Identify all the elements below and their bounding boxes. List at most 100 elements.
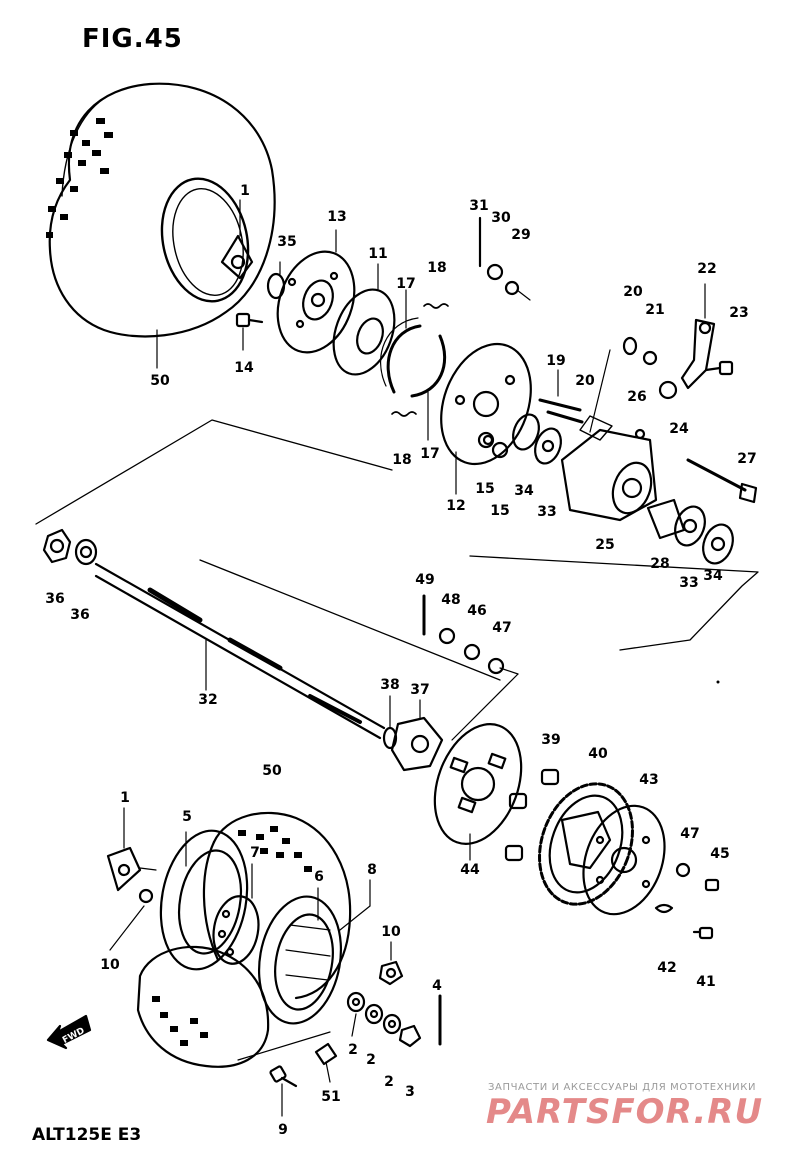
washer-47-bolt-45-42-41	[654, 862, 720, 940]
callout-6: 6	[314, 869, 324, 885]
callout-42: 42	[657, 960, 677, 976]
callout-2: 2	[348, 1042, 358, 1058]
callout-10: 10	[381, 924, 401, 940]
callout-36: 36	[70, 607, 90, 623]
callout-7: 7	[250, 845, 260, 861]
brake-arm-22	[680, 283, 716, 390]
callout-34: 34	[514, 483, 534, 499]
callout-31: 31	[469, 198, 489, 214]
callout-9: 9	[278, 1122, 288, 1138]
figure-title: FIG.45	[82, 24, 183, 54]
callout-2: 2	[366, 1052, 376, 1068]
callout-19: 19	[546, 353, 566, 369]
bolt-31-nut-30-washer-29	[478, 216, 531, 301]
axle-housing-25	[560, 349, 658, 522]
callout-34: 34	[703, 568, 723, 584]
callout-51: 51	[321, 1089, 341, 1105]
drum-11	[332, 263, 396, 376]
callout-27: 27	[737, 451, 757, 467]
sprocket-hub-44	[433, 723, 523, 861]
watermark-text: ЗАПЧАСТИ И АКСЕССУАРЫ ДЛЯ МОТОТЕХНИКИ	[488, 1082, 757, 1093]
stud-19	[538, 369, 584, 424]
callout-17: 17	[396, 276, 416, 292]
fwd-arrow	[46, 1014, 92, 1050]
callout-49: 49	[415, 572, 435, 588]
callout-10: 10	[100, 957, 120, 973]
callout-35: 35	[277, 234, 297, 250]
rim-halves	[159, 829, 371, 1025]
assembly-frame	[35, 419, 759, 681]
callout-50: 50	[150, 373, 170, 389]
bolt-49-nut-48-46-washer-47	[422, 594, 519, 741]
callout-30: 30	[491, 210, 511, 226]
washer-24-pin-26	[634, 380, 678, 440]
spring-18	[391, 303, 449, 417]
callout-40: 40	[588, 746, 608, 762]
callout-11: 11	[368, 246, 388, 262]
callout-14: 14	[234, 360, 254, 376]
callout-33: 33	[679, 575, 699, 591]
watermark-logo[interactable]: PARTSFOR.RU	[486, 1092, 764, 1132]
callout-25: 25	[595, 537, 615, 553]
callout-41: 41	[696, 974, 716, 990]
callout-50: 50	[262, 763, 282, 779]
model-code: ALT125E E3	[32, 1125, 142, 1145]
callout-13: 13	[327, 209, 347, 225]
callout-26: 26	[627, 389, 647, 405]
callout-4: 4	[432, 978, 442, 994]
callout-2: 2	[384, 1074, 394, 1090]
callout-20: 20	[623, 284, 643, 300]
callout-37: 37	[410, 682, 430, 698]
callout-38: 38	[380, 677, 400, 693]
callout-15: 15	[490, 503, 510, 519]
callout-33: 33	[537, 504, 557, 520]
brake-panel-12	[440, 342, 532, 495]
callout-46: 46	[467, 603, 487, 619]
nut-36	[42, 528, 98, 566]
bearing-15	[477, 431, 509, 459]
callout-8: 8	[367, 862, 377, 878]
valve-51-bolt-9	[269, 1042, 338, 1117]
callout-5: 5	[182, 809, 192, 825]
callout-18: 18	[427, 260, 447, 276]
callout-24: 24	[669, 421, 689, 437]
callout-22: 22	[697, 261, 717, 277]
bolt-14	[235, 312, 264, 351]
washer-21	[642, 350, 658, 366]
callout-20: 20	[575, 373, 595, 389]
callout-29: 29	[511, 227, 531, 243]
tire-upper	[46, 82, 276, 369]
callout-21: 21	[645, 302, 665, 318]
callout-44: 44	[460, 862, 480, 878]
valve-bracket-lower	[106, 807, 157, 892]
bearing-34-33	[512, 413, 562, 465]
nut-10	[109, 888, 404, 986]
damper-39	[504, 768, 560, 862]
callout-32: 32	[198, 692, 218, 708]
drum-cover-13	[276, 229, 356, 354]
callout-1: 1	[240, 183, 250, 199]
axle-shaft-32	[94, 562, 386, 740]
callout-47: 47	[680, 826, 700, 842]
callout-45: 45	[710, 846, 730, 862]
callout-18: 18	[392, 452, 412, 468]
valve-bracket-upper	[220, 199, 254, 280]
callout-15: 15	[475, 481, 495, 497]
sprocket-40	[538, 782, 634, 906]
callout-17: 17	[420, 446, 440, 462]
bolt-27	[686, 458, 758, 504]
o-ring-20	[622, 336, 638, 356]
callout-48: 48	[441, 592, 461, 608]
callout-1: 1	[120, 790, 130, 806]
callout-36: 36	[45, 591, 65, 607]
callout-43: 43	[639, 772, 659, 788]
callout-23: 23	[729, 305, 749, 321]
callout-3: 3	[405, 1084, 415, 1100]
tire-lower	[136, 811, 352, 1068]
callout-39: 39	[541, 732, 561, 748]
spacer-28-bearing-33-34	[646, 498, 734, 565]
callout-12: 12	[446, 498, 466, 514]
bolt-23	[704, 360, 734, 376]
